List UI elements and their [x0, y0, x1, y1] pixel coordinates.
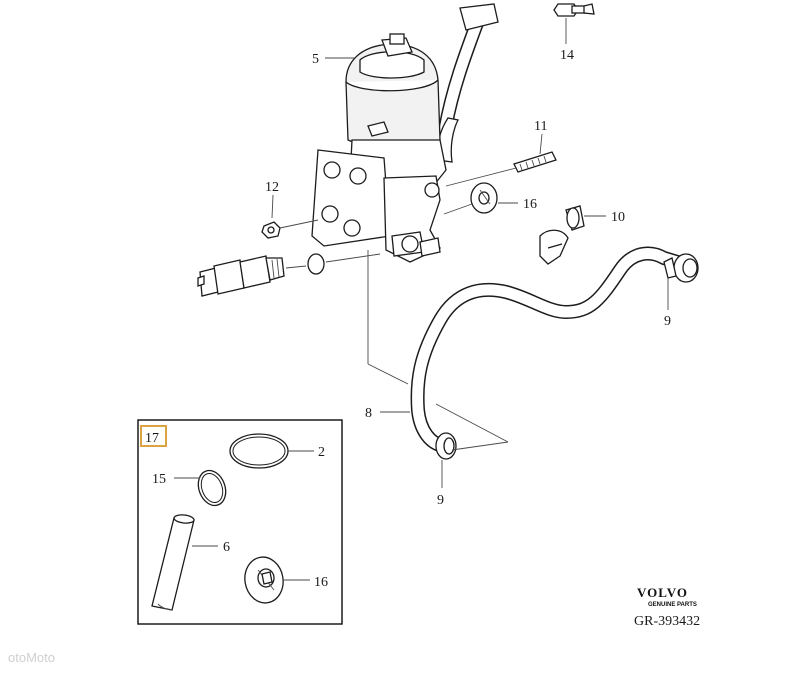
callout-11: 11	[534, 119, 547, 134]
callout-2: 2	[318, 445, 325, 460]
leader-11-to-housing	[445, 167, 517, 187]
volvo-logo-text: VOLVO	[637, 585, 688, 600]
hose-clamp-9-right	[663, 253, 699, 283]
nut-12	[261, 221, 281, 239]
leader-oring-to-housing	[325, 253, 381, 263]
hose-8	[410, 246, 691, 453]
check-valve-16-top	[470, 182, 498, 214]
leader-11	[539, 133, 543, 155]
pipe-6	[151, 514, 195, 611]
bolt-14	[553, 3, 595, 17]
gasket-2	[229, 433, 289, 469]
leader-sensor	[285, 265, 307, 269]
check-valve-16-kit	[244, 556, 284, 604]
oil-pressure-sensor	[197, 255, 285, 297]
leader-16-to-housing	[443, 203, 473, 215]
callout-12: 12	[265, 180, 279, 195]
upper-breather-hose	[436, 3, 499, 163]
hose-clamp-9-lower	[435, 432, 457, 460]
genuine-parts-text: GENUINE PARTS	[648, 602, 697, 608]
callout-10: 10	[611, 210, 625, 225]
leader-12	[271, 194, 274, 219]
leader-12-to-housing	[279, 219, 319, 229]
leader-hose-a	[435, 403, 509, 443]
callout-5: 5	[312, 52, 319, 67]
callout-16-kit: 16	[314, 575, 328, 590]
kit-box-highlight	[140, 425, 167, 447]
callout-16-top: 16	[523, 197, 537, 212]
callout-9-lower: 9	[437, 493, 444, 508]
callout-14: 14	[560, 48, 574, 63]
watermark: otoMoto	[8, 650, 55, 665]
callout-8: 8	[365, 406, 372, 421]
clip-10	[539, 205, 585, 265]
leader-housing-to-hose	[367, 363, 409, 385]
callout-6: 6	[223, 540, 230, 555]
kit-box-label: 17	[145, 431, 159, 446]
callout-15: 15	[152, 472, 166, 487]
diagram-code: GR-393432	[634, 614, 700, 629]
oil-filter-housing	[311, 33, 447, 263]
stud-11	[513, 151, 557, 173]
leader-hose-b	[451, 441, 509, 451]
callout-9-right: 9	[664, 314, 671, 329]
sensor-o-ring	[307, 253, 325, 275]
